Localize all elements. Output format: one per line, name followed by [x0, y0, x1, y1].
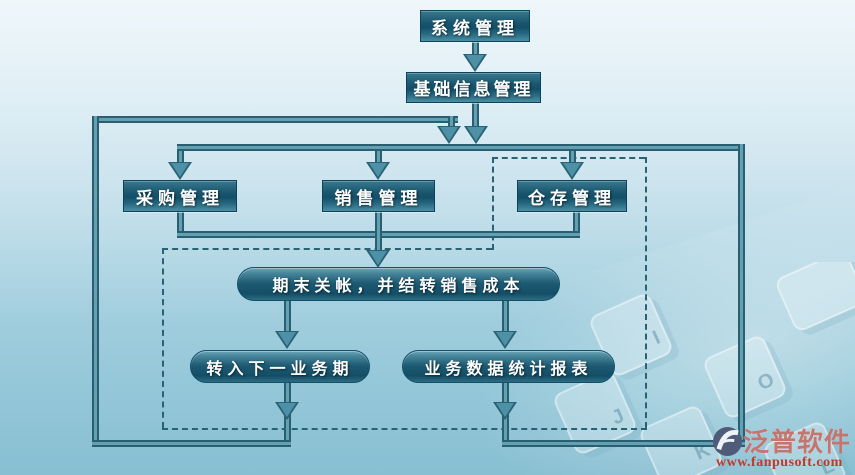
connector-dist-to-sales [375, 151, 382, 166]
arrow-to-purchase [168, 162, 192, 180]
connector-loop-feed [448, 116, 455, 132]
brand-url-link[interactable]: www.fanpusoft.com [716, 455, 843, 470]
vendor-logo: 泛普软件 www.fanpusoft.com [712, 426, 852, 471]
node-basic-info-management: 基础信息管理 [406, 72, 541, 103]
connector-sales-to-closing [375, 212, 382, 256]
key-letter: J [608, 404, 628, 430]
connector-loop-bottom-left [92, 440, 291, 447]
connector-system-to-baseinfo [472, 42, 479, 60]
connector-distribution [177, 144, 745, 151]
node-period-end-closing: 期末关帐，并结转销售成本 [237, 267, 560, 301]
arrow-to-sales [366, 162, 390, 180]
connector-loop-right [738, 144, 745, 447]
arrow-nextperiod-exit [275, 402, 299, 420]
connector-purchase-down [177, 212, 184, 238]
key-letter: O [754, 368, 778, 396]
node-purchase-management: 采购管理 [123, 180, 237, 212]
dashed-boundary-top-lower [162, 248, 492, 250]
keyboard-key-decoration [773, 262, 855, 334]
brand-name: 泛普软件 [743, 426, 852, 457]
key-letter: I [649, 326, 664, 350]
node-sales-management: 销售管理 [322, 180, 435, 212]
node-system-management: 系统管理 [420, 10, 530, 42]
connector-loop-left [92, 116, 99, 447]
connector-closing-to-nextperiod [284, 301, 291, 337]
connector-loop-bottom-right [502, 440, 745, 447]
dashed-boundary-left-upper [492, 157, 494, 250]
dashed-boundary-right [645, 157, 647, 428]
node-warehouse-management: 仓存管理 [517, 180, 627, 212]
keyboard-key-decoration: O [701, 333, 789, 421]
connector-baseinfo-down [472, 103, 479, 131]
arrow-to-reports [493, 331, 517, 349]
dashed-boundary-top [492, 157, 645, 159]
connector-dist-to-warehouse [569, 151, 576, 166]
fanpu-logo-icon [712, 426, 743, 457]
arrow-system-to-baseinfo [463, 54, 487, 72]
node-next-business-period: 转入下一业务期 [190, 350, 370, 383]
arrow-to-closing [366, 250, 390, 268]
dashed-boundary-bottom [162, 428, 647, 430]
arrow-reports-exit [493, 402, 517, 420]
connector-dist-to-purchase [177, 151, 184, 166]
connector-warehouse-down [573, 212, 580, 238]
node-business-data-reports: 业务数据统计报表 [402, 350, 615, 383]
arrow-to-nextperiod [275, 331, 299, 349]
dashed-boundary-left-lower [162, 248, 164, 428]
connector-loop-top [92, 116, 458, 123]
arrow-baseinfo-to-distribution [464, 126, 488, 144]
arrow-loop-to-distribution [437, 126, 461, 144]
connector-closing-to-reports [502, 301, 509, 337]
arrow-to-warehouse [560, 162, 584, 180]
